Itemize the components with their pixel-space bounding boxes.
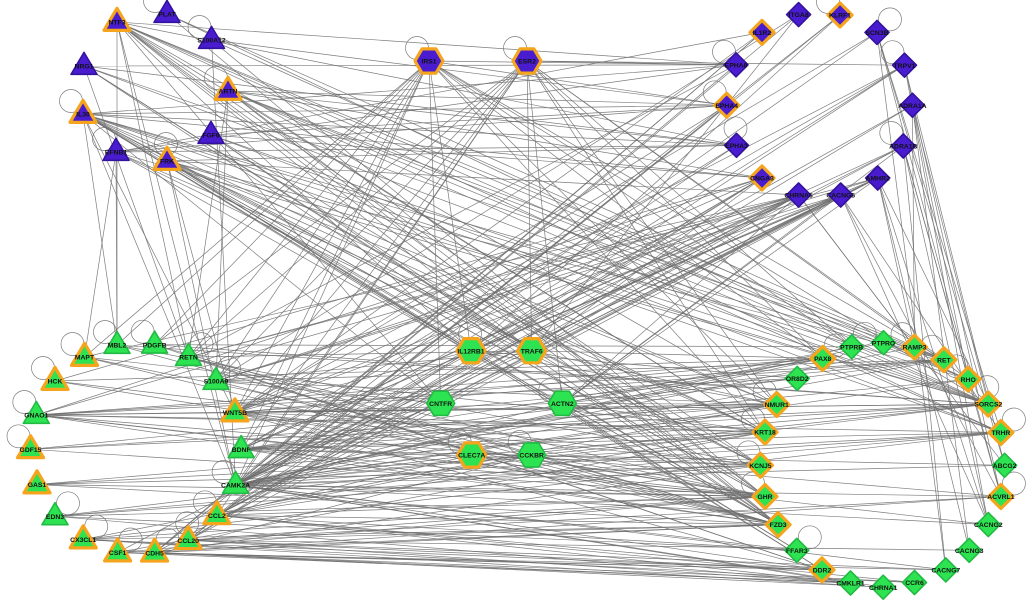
svg-text:PDGFB: PDGFB <box>143 342 167 349</box>
svg-text:CCL20: CCL20 <box>177 538 199 545</box>
svg-text:TRPV1: TRPV1 <box>894 63 916 70</box>
svg-text:BDNF: BDNF <box>232 447 251 454</box>
svg-text:EPHA8: EPHA8 <box>725 62 748 69</box>
svg-text:GNAO1: GNAO1 <box>24 413 48 420</box>
svg-text:FRK: FRK <box>160 159 174 166</box>
svg-text:NRG1: NRG1 <box>75 64 94 71</box>
svg-text:CHRNA1: CHRNA1 <box>869 585 898 592</box>
svg-text:HCK: HCK <box>48 379 63 386</box>
svg-text:GDF15: GDF15 <box>20 447 42 454</box>
svg-text:PTPRB: PTPRB <box>840 344 863 351</box>
svg-text:CCKBR: CCKBR <box>519 453 544 460</box>
svg-text:AMHR2: AMHR2 <box>866 176 890 183</box>
svg-text:CLEC7A: CLEC7A <box>458 453 485 460</box>
svg-text:CACNG7: CACNG7 <box>931 568 960 575</box>
svg-text:SORCS2: SORCS2 <box>974 402 1002 409</box>
svg-text:IL12RB1: IL12RB1 <box>457 348 484 355</box>
svg-text:IL1R2: IL1R2 <box>753 30 772 37</box>
svg-text:KRT18: KRT18 <box>754 430 776 437</box>
svg-text:CDH5: CDH5 <box>145 550 164 557</box>
svg-text:EDN3: EDN3 <box>46 514 64 521</box>
svg-text:CCL2: CCL2 <box>208 513 226 520</box>
svg-text:TRHR: TRHR <box>991 430 1010 437</box>
svg-text:ADRA1A: ADRA1A <box>898 103 926 110</box>
svg-text:PAX8: PAX8 <box>814 356 831 363</box>
svg-text:TRAF6: TRAF6 <box>521 348 543 355</box>
svg-text:CACNG5: CACNG5 <box>826 193 855 200</box>
svg-text:FFAR3: FFAR3 <box>786 548 808 555</box>
svg-text:IRS1: IRS1 <box>421 59 436 66</box>
svg-text:ITGA8: ITGA8 <box>789 12 809 19</box>
svg-text:WNT5B: WNT5B <box>223 410 247 417</box>
svg-text:EFNB1: EFNB1 <box>105 150 128 157</box>
svg-text:MAPT: MAPT <box>75 355 95 362</box>
svg-text:EPHA3: EPHA3 <box>725 143 748 150</box>
svg-text:CMKLR1: CMKLR1 <box>836 581 865 588</box>
svg-text:NTF3: NTF3 <box>109 20 126 27</box>
svg-text:RHO: RHO <box>961 377 976 384</box>
svg-text:SCN3B: SCN3B <box>865 30 888 37</box>
svg-text:OR8D2: OR8D2 <box>786 376 809 383</box>
svg-text:EPHA4: EPHA4 <box>715 103 738 110</box>
svg-text:ARTN: ARTN <box>219 89 238 96</box>
svg-text:IL30: IL30 <box>76 112 90 119</box>
svg-text:RAMP3: RAMP3 <box>903 345 927 352</box>
svg-text:MBL2: MBL2 <box>108 343 127 350</box>
svg-text:PTPRO: PTPRO <box>872 340 895 347</box>
svg-text:GHR: GHR <box>757 494 772 501</box>
svg-text:CCR6: CCR6 <box>905 580 924 587</box>
svg-text:ESR2: ESR2 <box>518 59 536 66</box>
svg-text:GAS1: GAS1 <box>28 482 47 489</box>
svg-text:CNGA3: CNGA3 <box>750 176 774 183</box>
svg-text:RET: RET <box>937 357 951 364</box>
svg-text:DDR2: DDR2 <box>813 568 832 575</box>
svg-text:ACVRL1: ACVRL1 <box>987 494 1014 501</box>
svg-text:CACNG3: CACNG3 <box>955 548 984 555</box>
svg-text:PLAT: PLAT <box>158 12 176 19</box>
svg-text:CACNG2: CACNG2 <box>974 522 1003 529</box>
svg-text:CNTFR: CNTFR <box>429 401 452 408</box>
svg-text:S100A12: S100A12 <box>197 38 226 45</box>
svg-text:ABCG2: ABCG2 <box>993 463 1017 470</box>
svg-text:CAMK2A: CAMK2A <box>221 483 250 490</box>
svg-text:S100A9: S100A9 <box>204 379 229 386</box>
svg-text:KLRF1: KLRF1 <box>829 13 851 20</box>
svg-text:FZD3: FZD3 <box>770 522 787 529</box>
svg-text:KCNJ5: KCNJ5 <box>749 463 772 470</box>
svg-text:CSF1: CSF1 <box>109 550 127 557</box>
svg-text:ACTN2: ACTN2 <box>551 401 574 408</box>
svg-text:RETN: RETN <box>179 355 198 362</box>
svg-text:FGF6: FGF6 <box>202 133 220 140</box>
svg-text:ADRA1B: ADRA1B <box>889 144 917 151</box>
svg-text:CHRNA5: CHRNA5 <box>784 193 813 200</box>
svg-text:CX3CL1: CX3CL1 <box>70 537 96 544</box>
svg-text:NMUR1: NMUR1 <box>765 402 789 409</box>
